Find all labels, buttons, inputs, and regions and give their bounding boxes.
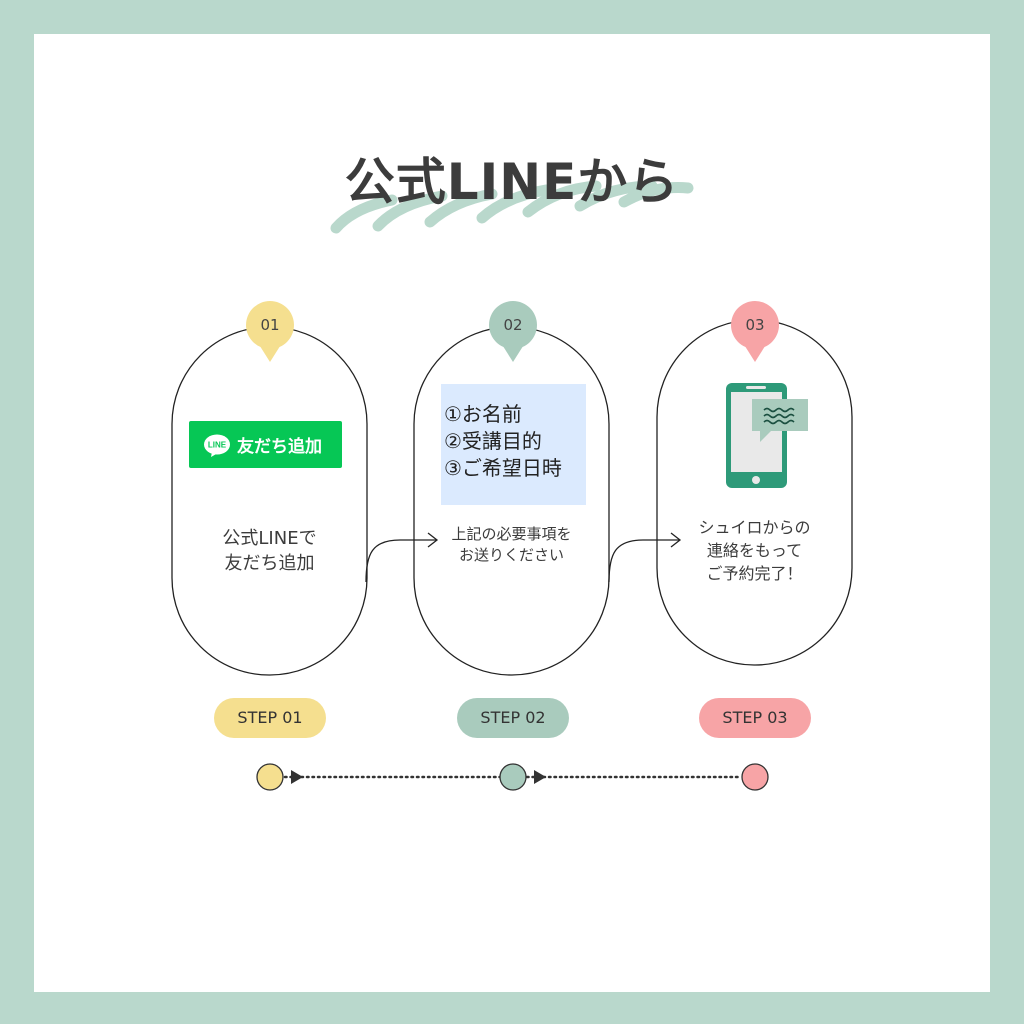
page-title: 公式LINEから (344, 153, 680, 211)
line-button-label: 友だち追加 (237, 437, 322, 457)
brush-stroke-decoration (330, 180, 694, 234)
step2-label: STEP 02 (457, 698, 569, 738)
info-line-name: ①お名前 (444, 402, 522, 426)
step3-label: STEP 03 (699, 698, 811, 738)
pin-step2 (489, 301, 537, 362)
timeline-arrow-1 (291, 770, 303, 784)
line-logo-icon: LINE (203, 434, 231, 457)
info-line-purpose: ②受講目的 (444, 429, 542, 453)
line-add-friend-button[interactable]: LINE 友だち追加 (189, 421, 342, 468)
step1-description: 公式LINEで 友だち追加 (222, 528, 317, 574)
pin-step3 (731, 301, 779, 362)
step1-number: 01 (260, 316, 280, 334)
step2-number: 02 (503, 316, 523, 334)
step3-description: シュイロからの 連絡をもって ご予約完了！ (698, 518, 811, 583)
timeline (256, 763, 769, 791)
timeline-dot-1 (256, 763, 284, 791)
info-line-datetime: ③ご希望日時 (444, 456, 562, 480)
timeline-dot-2 (499, 763, 527, 791)
step3-number: 03 (745, 316, 765, 334)
step1-capsule (171, 326, 368, 676)
smartphone-chat-icon (726, 383, 808, 488)
arrow-1-2 (365, 539, 436, 583)
arrow-2-3 (608, 539, 679, 583)
step1-label: STEP 01 (214, 698, 326, 738)
pin-step1 (246, 301, 294, 362)
timeline-arrow-2 (534, 770, 546, 784)
step2-description: 上記の必要事項を お送りください (451, 525, 572, 564)
svg-text:LINE: LINE (208, 440, 227, 449)
required-info-box: ①お名前 ②受講目的 ③ご希望日時 (441, 384, 586, 505)
timeline-dot-3 (741, 763, 769, 791)
step3-capsule (656, 319, 853, 666)
